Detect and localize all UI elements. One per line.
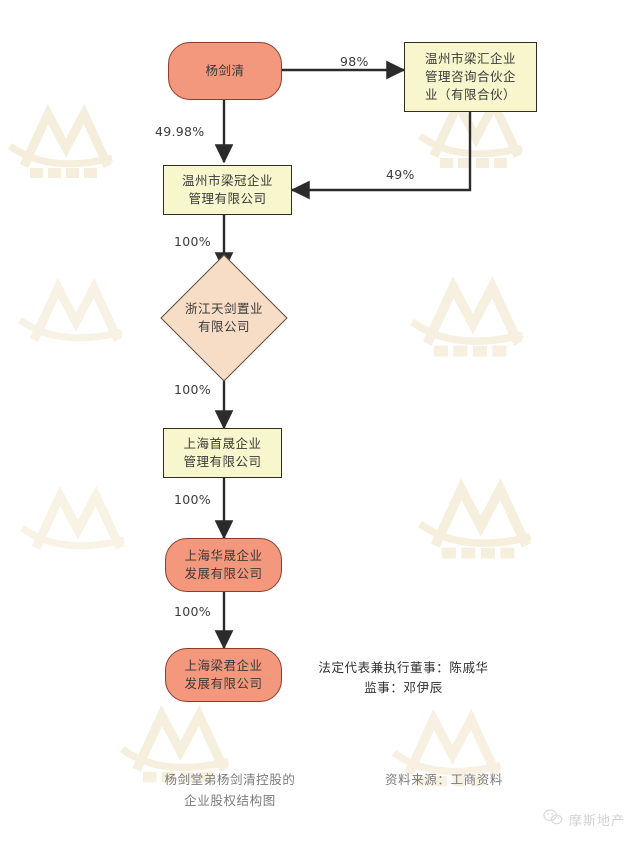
source-note: 资料来源：工商资料 (385, 772, 503, 787)
node-label: 温州市梁汇企业 管理咨询合伙企 业（有限合伙） (424, 50, 516, 103)
brand-name: 摩斯地产 (568, 814, 625, 829)
diagram-caption: 杨剑堂弟杨剑清控股的 企业股权结构图 (164, 772, 296, 809)
node-label: 上海华晟企业 发展有限公司 (184, 547, 263, 581)
edge-label-100-huasheng-liangjun: 100% (174, 604, 211, 619)
node-label: 上海梁君企业 发展有限公司 (184, 657, 263, 691)
node-label: 杨剑清 (205, 62, 245, 78)
edge-label-49-98: 49.98% (155, 124, 205, 139)
edge-label-98: 98% (340, 54, 369, 69)
node-温州市梁冠企业管理有限公司[interactable]: 温州市梁冠企业 管理有限公司 (163, 165, 292, 215)
wechat-icon (543, 809, 563, 830)
edge-label-100-shousheng-huasheng: 100% (174, 492, 211, 507)
node-label: 温州市梁冠企业 管理有限公司 (181, 172, 273, 206)
node-杨剑清[interactable]: 杨剑清 (168, 42, 282, 100)
node-label: 上海首晟企业 管理有限公司 (183, 435, 262, 469)
node-温州市梁汇企业管理咨询合伙企业[interactable]: 温州市梁汇企业 管理咨询合伙企 业（有限合伙） (404, 42, 537, 112)
officers-note: 法定代表兼执行董事：陈戚华 监事：邓伊辰 (318, 660, 489, 695)
node-上海梁君企业发展有限公司[interactable]: 上海梁君企业 发展有限公司 (165, 648, 282, 702)
node-浙江天剑置业有限公司[interactable]: 浙江天剑置业 有限公司 (157, 254, 291, 382)
node-label: 浙江天剑置业 有限公司 (184, 300, 263, 334)
edge-label-100-lianguan-tianjian: 100% (174, 234, 211, 249)
brand-footer: 摩斯地产 (543, 809, 625, 830)
edge-label-100-tianjian-shousheng: 100% (174, 382, 211, 397)
edge-partnership-to-lianguan (290, 112, 472, 200)
node-上海华晟企业发展有限公司[interactable]: 上海华晟企业 发展有限公司 (165, 538, 282, 592)
node-上海首晟企业管理有限公司[interactable]: 上海首晟企业 管理有限公司 (163, 428, 282, 478)
edge-label-49: 49% (386, 167, 415, 182)
